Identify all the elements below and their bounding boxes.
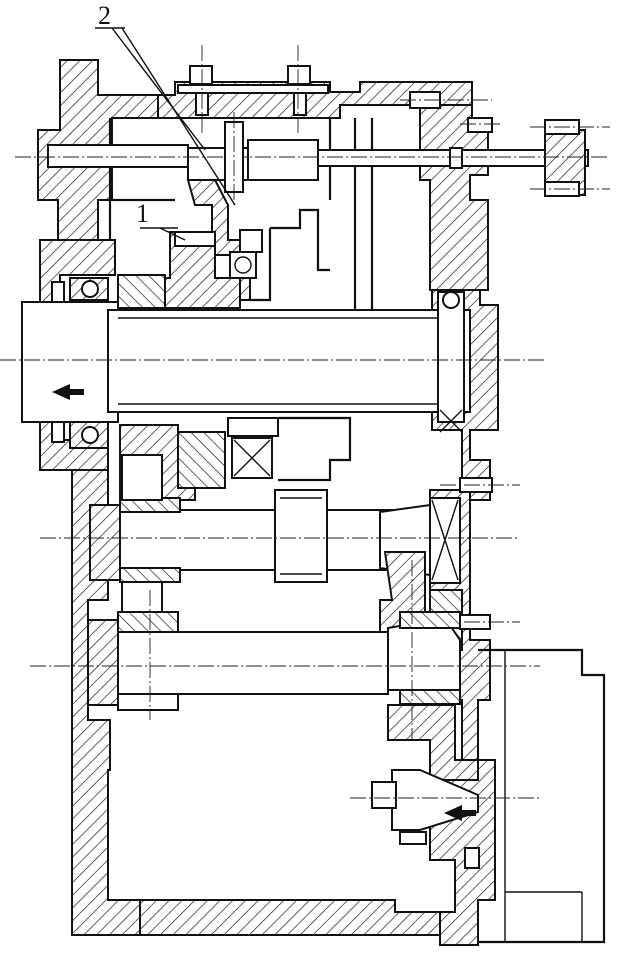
linkage-bar	[177, 84, 329, 94]
main-output-shaft	[0, 277, 545, 449]
gear-1-body	[164, 231, 241, 309]
input-seal	[464, 847, 480, 869]
gear-1	[117, 229, 263, 309]
bolt-head-right	[287, 65, 311, 85]
interior-stepped-outline	[250, 208, 330, 302]
countershaft-cage-top	[121, 454, 163, 501]
countershaft-center-gear	[274, 489, 328, 583]
callout-1: 1	[136, 199, 149, 228]
countershaft-cage-bottom	[121, 581, 163, 613]
left-seal-bottom	[51, 421, 65, 443]
shift-shaft-collar	[247, 139, 319, 181]
bolt-head-left	[189, 65, 213, 85]
gear-1-bearing	[229, 251, 257, 279]
countershaft-left-hub	[89, 504, 121, 581]
input-shaft-spacer	[117, 693, 179, 711]
input-shaft-left-hub	[87, 619, 119, 706]
main-gear-lower-2	[177, 431, 226, 489]
gear-1-teeth	[174, 231, 216, 247]
input-cone-key	[399, 831, 427, 845]
countershaft	[40, 454, 520, 613]
callout-2: 2	[98, 1, 111, 30]
input-hub-housing	[387, 704, 479, 781]
housing-bolt-2	[467, 117, 493, 133]
left-bearing-ball-top	[81, 280, 99, 298]
callouts: 2 1	[95, 1, 236, 241]
housing-bottom-floor	[120, 899, 441, 936]
left-bearing-ball-bottom	[81, 426, 99, 444]
main-shaft-left-bearing	[69, 277, 109, 449]
bearing-retainer	[227, 417, 279, 437]
shift-shaft	[15, 119, 610, 197]
input-shaft-left-gear	[117, 611, 179, 633]
input-shaft	[30, 611, 540, 711]
top-shift-linkage	[177, 45, 500, 135]
output-arrow	[52, 384, 84, 400]
gear-1-bearing-2	[239, 229, 263, 253]
bolt-shank-right	[293, 92, 307, 116]
input-arrow	[444, 805, 476, 821]
motor-mount-plate	[478, 648, 606, 944]
input-gear-ring	[399, 611, 461, 705]
left-seal-top	[51, 281, 65, 303]
main-shaft-right-bearing	[437, 291, 465, 423]
input-cone-nut	[371, 781, 397, 809]
shift-shaft-left	[47, 144, 189, 168]
countershaft-body	[89, 509, 431, 571]
main-shaft-body	[107, 309, 471, 413]
gear-1-hub	[117, 274, 166, 309]
input-shaft-body	[87, 631, 389, 695]
main-shaft-stub-left	[21, 301, 119, 423]
shift-detent	[449, 147, 463, 169]
